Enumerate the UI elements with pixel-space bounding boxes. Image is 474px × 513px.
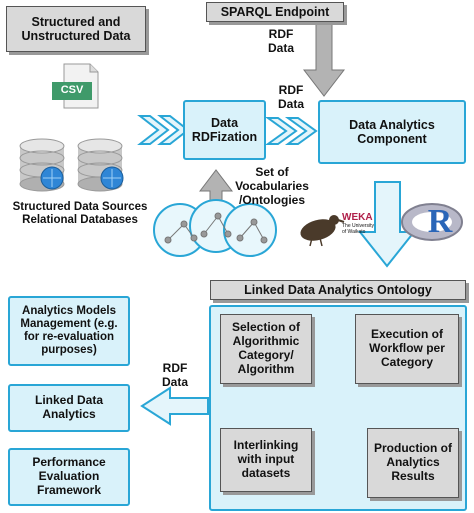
weka-label: WEKA <box>342 212 373 223</box>
linked-data-analytics-box: Linked Data Analytics <box>8 384 130 432</box>
linked-data-analytics-ontology-label: Linked Data Analytics Ontology <box>244 282 432 297</box>
database-icon <box>77 138 124 192</box>
ontology-up-arrow-shape <box>198 169 234 205</box>
csv-file-icon <box>52 63 99 109</box>
linked-data-analytics-label: Linked Data Analytics <box>34 393 103 421</box>
chevron-arrow-2 <box>157 115 190 145</box>
sparql-down-arrow <box>302 23 346 97</box>
vocabularies-label: Set of Vocabularies /Ontologies <box>235 165 309 207</box>
selection-box: Selection of Algorithmic Category/ Algor… <box>220 314 312 384</box>
rdf-data-label-3: RDF Data <box>161 361 188 389</box>
weka-bird-icon <box>300 215 345 247</box>
data-sources-label: Structured Data Sources Relational Datab… <box>12 201 148 227</box>
rdf-data-label-2: RDF Data <box>277 83 304 111</box>
ontology-to-left-arrow <box>140 386 209 426</box>
csv-label: CSV <box>60 84 84 96</box>
rdfization-to-component-arrow <box>264 117 298 145</box>
execution-box: Execution of Workflow per Category <box>355 314 459 384</box>
interlinking-label: Interlinking with input datasets <box>233 438 299 480</box>
database-icon <box>19 138 65 192</box>
component-down-arrow <box>357 181 417 268</box>
structured-unstructured-data-label: Structured and Unstructured Data <box>21 14 131 43</box>
linked-data-analytics-ontology-box: Linked Data Analytics Ontology <box>210 280 466 300</box>
sparql-endpoint-label: SPARQL Endpoint <box>220 4 330 19</box>
performance-framework-label: Performance Evaluation Framework <box>32 455 106 497</box>
rdf-data-label-1: RDF Data <box>267 27 294 55</box>
rdfization-to-component-arrow-2 <box>284 117 318 145</box>
production-label: Production of Analytics Results <box>374 441 452 483</box>
execution-label: Execution of Workflow per Category <box>369 327 445 369</box>
interlinking-box: Interlinking with input datasets <box>220 428 312 492</box>
data-analytics-component-box: Data Analytics Component <box>318 100 466 164</box>
r-logo-icon <box>401 203 463 241</box>
sparql-endpoint-box: SPARQL Endpoint <box>206 2 344 22</box>
data-rdfization-label: Data RDFization <box>191 115 258 144</box>
selection-label: Selection of Algorithmic Category/ Algor… <box>231 320 300 376</box>
ontology-graph-icon <box>153 199 277 257</box>
chevron-arrow-1 <box>137 115 170 145</box>
structured-unstructured-data-box: Structured and Unstructured Data <box>6 6 146 52</box>
analytics-models-label: Analytics Models Management (e.g. for re… <box>20 304 118 357</box>
data-analytics-component-label: Data Analytics Component <box>349 117 435 146</box>
production-box: Production of Analytics Results <box>367 428 459 498</box>
data-rdfization-box: Data RDFization <box>183 100 266 160</box>
r-logo-letter: R <box>427 203 453 240</box>
performance-framework-box: Performance Evaluation Framework <box>8 448 130 506</box>
weka-subtitle: The University of Waikato <box>342 223 374 235</box>
analytics-models-box: Analytics Models Management (e.g. for re… <box>8 296 130 366</box>
